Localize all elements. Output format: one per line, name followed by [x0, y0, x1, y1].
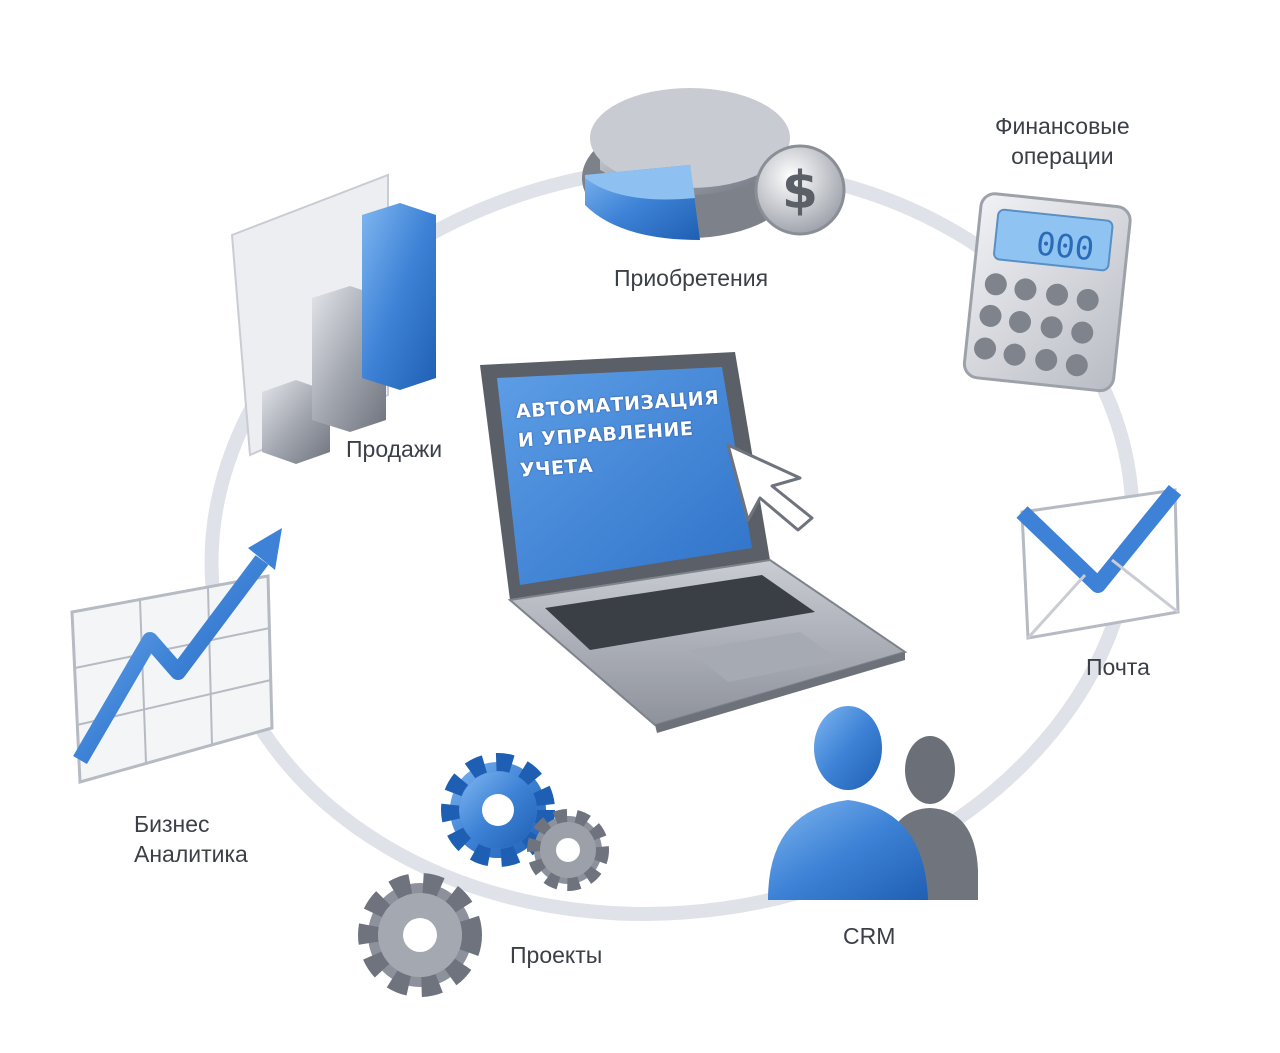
cursor-icon: [726, 443, 814, 532]
line-chart-arrow-icon: [70, 528, 282, 784]
svg-text:$: $: [782, 161, 818, 221]
gears-icon: [358, 753, 609, 997]
purchases-label: Приобретения: [614, 265, 769, 291]
calculator-display: 000: [1034, 224, 1095, 268]
envelope-icon: [1016, 484, 1182, 640]
analytics-label-line-1: Бизнес: [134, 811, 210, 837]
users-icon: [768, 706, 978, 900]
finance-label-line-1: Финансовые: [995, 113, 1130, 139]
pie-chart-dollar-icon: $: [582, 88, 846, 240]
laptop-icon: [480, 352, 908, 733]
analytics-label-line-2: Аналитика: [134, 840, 248, 867]
center-title: АВТОМАТИЗАЦИЯ И УПРАВЛЕНИЕ УЧЕТА: [515, 382, 751, 486]
bar-chart-icon: [230, 173, 436, 464]
sales-label: Продажи: [346, 436, 443, 462]
crm-label: CRM: [843, 923, 896, 949]
finance-label-line-2: операции: [1011, 142, 1114, 169]
calculator-icon: 000: [962, 192, 1132, 393]
mail-label: Почта: [1086, 654, 1150, 680]
projects-label: Проекты: [510, 942, 603, 968]
finance-label: Финансовые операции: [995, 112, 1130, 172]
analytics-label: Бизнес Аналитика: [134, 810, 248, 870]
